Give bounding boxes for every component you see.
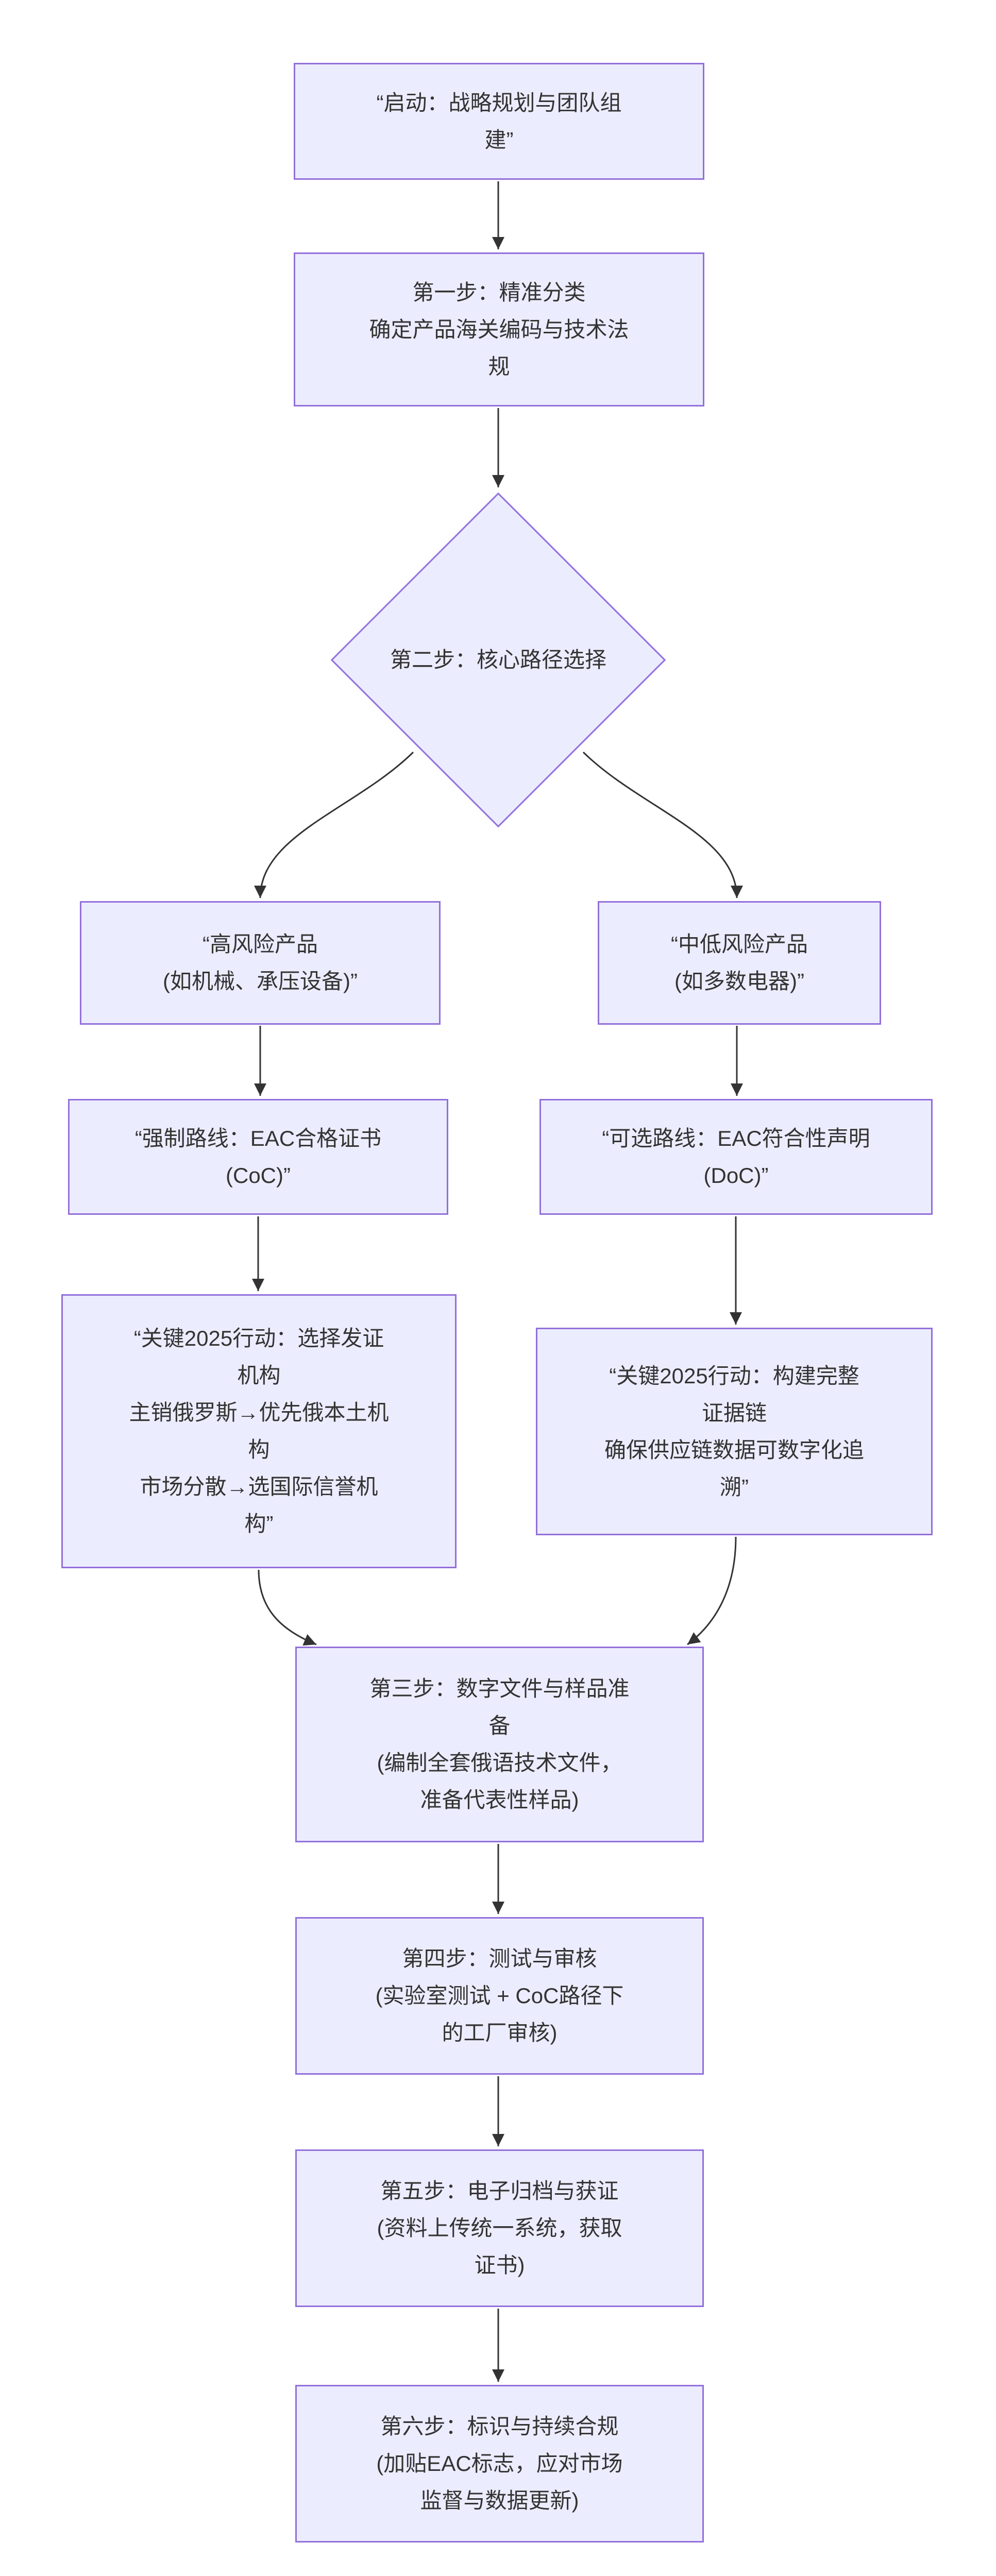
node-step4: 第四步：测试与审核 (实验室测试 + CoC路径下 的工厂审核) bbox=[295, 1917, 704, 2075]
edge-action-coc-step3 bbox=[258, 1569, 317, 1646]
node-high-risk-label: “高风险产品 (如机械、承压设备)” bbox=[163, 932, 358, 993]
node-step2-label: 第二步：核心路径选择 bbox=[390, 648, 606, 672]
edge-step2-mid-low-risk bbox=[582, 751, 743, 899]
node-action-doc-label: “关键2025行动：构建完整 证据链 确保供应链数据可数字化追 溯” bbox=[604, 1363, 864, 1499]
node-step1-label: 第一步：精准分类 确定产品海关编码与技术法 规 bbox=[369, 280, 629, 379]
node-action-doc: “关键2025行动：构建完整 证据链 确保供应链数据可数字化追 溯” bbox=[536, 1328, 933, 1535]
node-step6-label: 第六步：标识与持续合规 (加贴EAC标志，应对市场 监督与数据更新) bbox=[376, 2414, 623, 2513]
node-start-label: “启动：战略规划与团队组 建” bbox=[376, 90, 622, 152]
node-action-coc: “关键2025行动：选择发证 机构 主销俄罗斯→优先俄本土机 构 市场分散→选国… bbox=[61, 1294, 457, 1568]
node-step5: 第五步：电子归档与获证 (资料上传统一系统，获取 证书) bbox=[295, 2149, 704, 2307]
node-step6: 第六步：标识与持续合规 (加贴EAC标志，应对市场 监督与数据更新) bbox=[295, 2385, 704, 2543]
node-doc-route-label: “可选路线：EAC符合性声明 (DoC)” bbox=[602, 1126, 870, 1188]
node-step5-label: 第五步：电子归档与获证 (资料上传统一系统，获取 证书) bbox=[377, 2179, 622, 2277]
node-coc-route: “强制路线：EAC合格证书 (CoC)” bbox=[68, 1099, 448, 1215]
node-step3: 第三步：数字文件与样品准 备 (编制全套俄语技术文件， 准备代表性样品) bbox=[295, 1647, 704, 1842]
node-coc-route-label: “强制路线：EAC合格证书 (CoC)” bbox=[134, 1126, 382, 1188]
node-high-risk: “高风险产品 (如机械、承压设备)” bbox=[80, 901, 441, 1025]
node-step1: 第一步：精准分类 确定产品海关编码与技术法 规 bbox=[294, 252, 704, 406]
edge-step2-high-risk bbox=[254, 751, 414, 899]
node-mid-low-risk-label: “中低风险产品 (如多数电器)” bbox=[671, 932, 808, 993]
node-step2-decision: 第二步：核心路径选择 bbox=[330, 492, 666, 828]
node-step3-label: 第三步：数字文件与样品准 备 (编制全套俄语技术文件， 准备代表性样品) bbox=[369, 1676, 630, 1812]
edge-action-doc-step3 bbox=[687, 1536, 737, 1646]
node-action-coc-label: “关键2025行动：选择发证 机构 主销俄罗斯→优先俄本土机 构 市场分散→选国… bbox=[129, 1326, 389, 1536]
node-doc-route: “可选路线：EAC符合性声明 (DoC)” bbox=[539, 1099, 933, 1215]
node-start: “启动：战略规划与团队组 建” bbox=[294, 63, 704, 180]
node-mid-low-risk: “中低风险产品 (如多数电器)” bbox=[598, 901, 881, 1025]
node-step4-label: 第四步：测试与审核 (实验室测试 + CoC路径下 的工厂审核) bbox=[375, 1946, 624, 2045]
